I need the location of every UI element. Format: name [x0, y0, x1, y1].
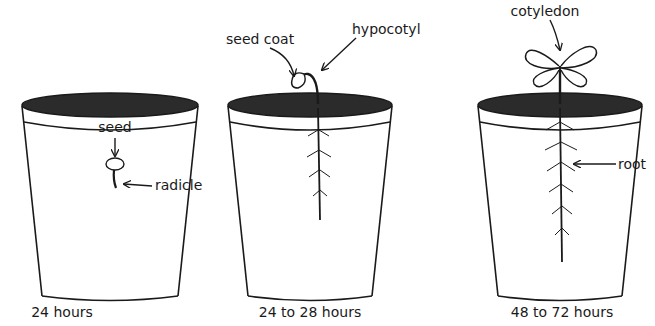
leader-line [322, 38, 356, 70]
root-hairs [307, 130, 331, 196]
cotyledon-shape [525, 50, 559, 68]
cup-bottom [498, 296, 622, 301]
cup [478, 93, 642, 301]
cup [228, 93, 392, 301]
label-text: radicle [155, 176, 202, 194]
cup-side [372, 106, 392, 296]
label-text: seed [98, 118, 131, 136]
cotyledon-shape [533, 68, 559, 87]
label-text: 48 to 72 hours [511, 303, 613, 321]
leader-line [124, 184, 152, 186]
seed-shape [106, 158, 124, 170]
plant-drawing [525, 20, 616, 262]
cotyledon-shape [561, 68, 587, 87]
cup-side [22, 106, 42, 296]
cotyledon-shape [561, 47, 597, 68]
soil-surface [228, 93, 392, 117]
label-text: 24 hours [31, 303, 93, 321]
seed-drawing [106, 138, 152, 188]
leader-line [550, 20, 560, 50]
cup-bottom [42, 296, 178, 301]
leader-line [574, 163, 616, 164]
leader-line [114, 138, 115, 156]
cup-bottom [248, 296, 372, 301]
cup-side [178, 106, 198, 296]
seedling-drawing [270, 38, 356, 220]
label-text: seed coat [226, 30, 294, 48]
label-text: hypocotyl [352, 20, 421, 38]
stem-shape [559, 66, 561, 104]
cup-side [228, 106, 248, 296]
cup [22, 93, 198, 301]
root-branches [545, 122, 577, 235]
radicle-shape [114, 170, 116, 188]
root-shape [318, 108, 320, 220]
label-text: 24 to 28 hours [259, 303, 361, 321]
cup-side [622, 106, 642, 296]
cup-lip [230, 122, 390, 130]
soil-surface [22, 93, 198, 117]
label-text: root [618, 155, 646, 173]
cup-side [478, 106, 498, 296]
label-text: cotyledon [511, 2, 580, 20]
leader-line [270, 48, 294, 76]
